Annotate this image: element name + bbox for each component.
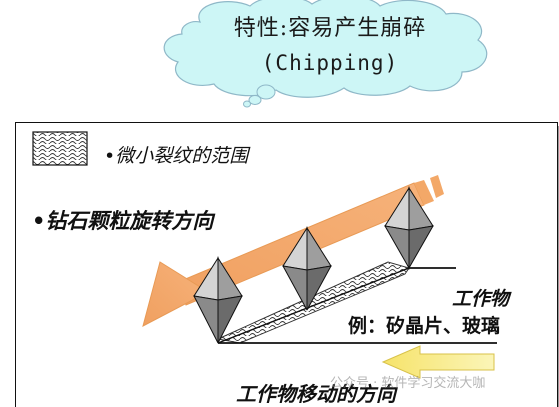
watermark: 公众号 · 软件学习交流大咖 [330, 376, 486, 391]
move-direction-label: 工作物移动的方向 [236, 382, 396, 406]
cloud-tail-bubble-medium [248, 95, 262, 105]
workpiece-move-arrow [381, 345, 495, 379]
rotation-arrow-dash-2 [430, 175, 444, 198]
cloud-shape [163, 0, 488, 98]
workpiece-label: 工作物 [452, 288, 510, 310]
rotation-arrow-head [142, 261, 210, 327]
cloud-title-line-1: 特性:容易产生崩碎 [233, 16, 427, 41]
workpiece-example-label: 例：矽晶片、玻璃 [348, 315, 501, 337]
rotation-direction-label: •钻石颗粒旋转方向 [32, 209, 214, 233]
cloud-tail-bubble-large [256, 84, 276, 100]
diamond-grain-icon [193, 256, 243, 344]
cloud-callout [163, 0, 488, 108]
wavy-hatch-legend-icon [32, 131, 88, 166]
diamond-grain-icon [384, 186, 434, 270]
workpiece-slope-edge [217, 267, 410, 344]
cloud-tail-bubble-small [243, 100, 251, 108]
cloud-title-line-2: (Chipping) [261, 51, 399, 75]
crack-range-label: •微小裂纹的范围 [104, 145, 249, 167]
rotation-arrow-dash-1 [414, 180, 434, 205]
diamond-grain-icon [282, 226, 332, 311]
